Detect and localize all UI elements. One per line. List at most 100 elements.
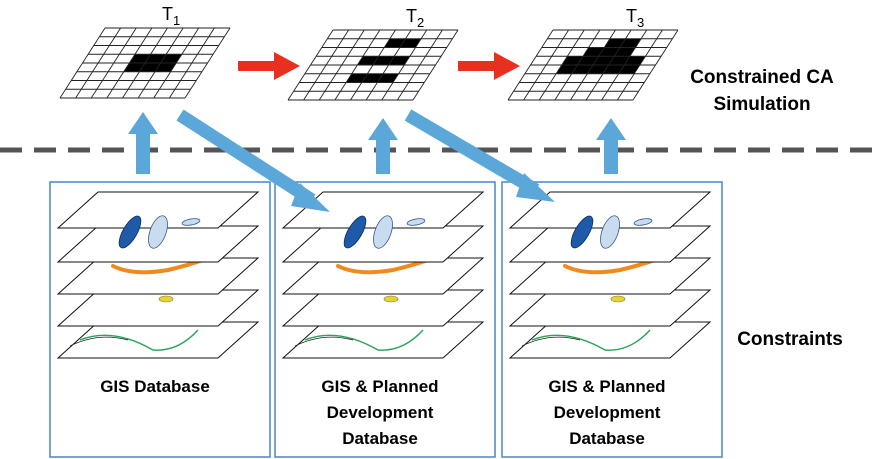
time-label-3: T3: [626, 6, 644, 30]
occupied-cell: [583, 47, 605, 57]
layer-stack-2: [281, 191, 485, 359]
occupied-cell: [561, 56, 583, 65]
river-line: [304, 329, 424, 351]
database-label-2-line2: Development: [327, 403, 434, 422]
database-label-3-line1: GIS & Planned: [548, 377, 665, 396]
occupied-cell: [145, 54, 167, 63]
constraint-arrow-3: [596, 118, 626, 174]
time-label-1: T1: [162, 4, 180, 28]
occupied-cell: [399, 38, 422, 48]
database-box-2: [274, 181, 496, 458]
grid-line: [412, 29, 459, 101]
dark-blue-patch: [118, 215, 142, 249]
occupied-cell: [624, 56, 646, 65]
grid-line: [616, 29, 663, 101]
layer-stack-3: [508, 191, 712, 359]
river-line: [531, 329, 651, 351]
grid-line: [153, 27, 200, 99]
grid-line: [137, 27, 184, 99]
map-layer: [56, 289, 260, 327]
occupied-cell: [603, 65, 625, 74]
grid-line: [184, 27, 231, 99]
map-layer: [56, 321, 260, 359]
occupied-cell: [556, 65, 578, 74]
small-blue-patch: [406, 218, 426, 226]
feedback-arrow-1: [176, 109, 330, 212]
occupied-cell: [357, 56, 379, 65]
transition-arrow-2: [458, 52, 520, 80]
dark-blue-patch: [343, 215, 367, 249]
light-blue-patch: [148, 215, 168, 249]
feedback-arrow-2: [404, 109, 555, 202]
occupied-cell: [361, 73, 383, 83]
map-layer: [281, 257, 485, 295]
occupied-cell: [571, 65, 593, 74]
map-layer: [281, 289, 485, 327]
occupied-cell: [614, 47, 636, 57]
occupied-cell: [598, 47, 620, 57]
grid-line: [585, 29, 632, 101]
ca-grid-3: [507, 29, 679, 101]
constraint-arrow-2: [368, 118, 398, 174]
river-line: [79, 329, 199, 351]
occupied-cell: [593, 56, 615, 65]
database-box-1: [49, 181, 271, 458]
layer-stacks: [56, 191, 712, 359]
occupied-cell: [384, 38, 406, 48]
database-box-3: [501, 181, 723, 458]
database-label-1: GIS Database: [100, 377, 210, 396]
map-layer: [281, 321, 485, 359]
light-blue-patch: [600, 215, 620, 249]
ca-grids: [59, 27, 679, 101]
occupied-cell: [160, 54, 182, 63]
yellow-feature: [383, 295, 399, 303]
dark-blue-patch: [570, 215, 594, 249]
occupied-cell: [577, 56, 599, 65]
simulation-label-line1: Constrained CA: [690, 67, 834, 88]
light-blue-patch: [373, 215, 393, 249]
occupied-cell: [155, 63, 177, 72]
occupied-cell: [123, 63, 145, 72]
occupied-cell: [618, 65, 640, 74]
occupied-cell: [346, 73, 368, 83]
transition-arrow-1: [238, 52, 300, 80]
map-layer: [508, 191, 712, 229]
grid-line: [365, 29, 412, 101]
time-label-2: T2: [406, 6, 424, 30]
occupied-cell: [587, 65, 609, 74]
boundary-line: [294, 336, 354, 347]
boundary-line: [69, 336, 129, 347]
constraint-arrow-1: [128, 112, 158, 174]
map-layer: [56, 257, 260, 295]
map-layer: [281, 191, 485, 229]
map-layer: [56, 191, 260, 229]
occupied-cell: [619, 38, 642, 48]
occupied-cell: [129, 54, 151, 63]
database-label-2-line3: Database: [342, 429, 418, 448]
grid-line: [601, 29, 648, 101]
database-label-3-line3: Database: [569, 429, 645, 448]
layer-stack-1: [56, 191, 260, 359]
occupied-cell: [373, 56, 395, 65]
occupied-cell: [139, 63, 161, 72]
grid-line: [381, 29, 428, 101]
map-layer: [508, 321, 712, 359]
grid-line: [396, 29, 443, 101]
yellow-feature: [158, 295, 174, 303]
occupied-cell: [604, 38, 626, 48]
small-blue-patch: [633, 218, 653, 226]
boundary-line: [521, 336, 581, 347]
yellow-feature: [610, 295, 626, 303]
grid-line: [168, 27, 215, 99]
occupied-cell: [608, 56, 630, 65]
database-label-3-line2: Development: [554, 403, 661, 422]
small-blue-patch: [181, 218, 201, 226]
ca-grid-2: [287, 29, 459, 101]
constraints-label: Constraints: [737, 329, 843, 350]
occupied-cell: [377, 73, 399, 83]
occupied-cell: [388, 56, 410, 65]
map-layer: [508, 257, 712, 295]
map-layer: [508, 289, 712, 327]
